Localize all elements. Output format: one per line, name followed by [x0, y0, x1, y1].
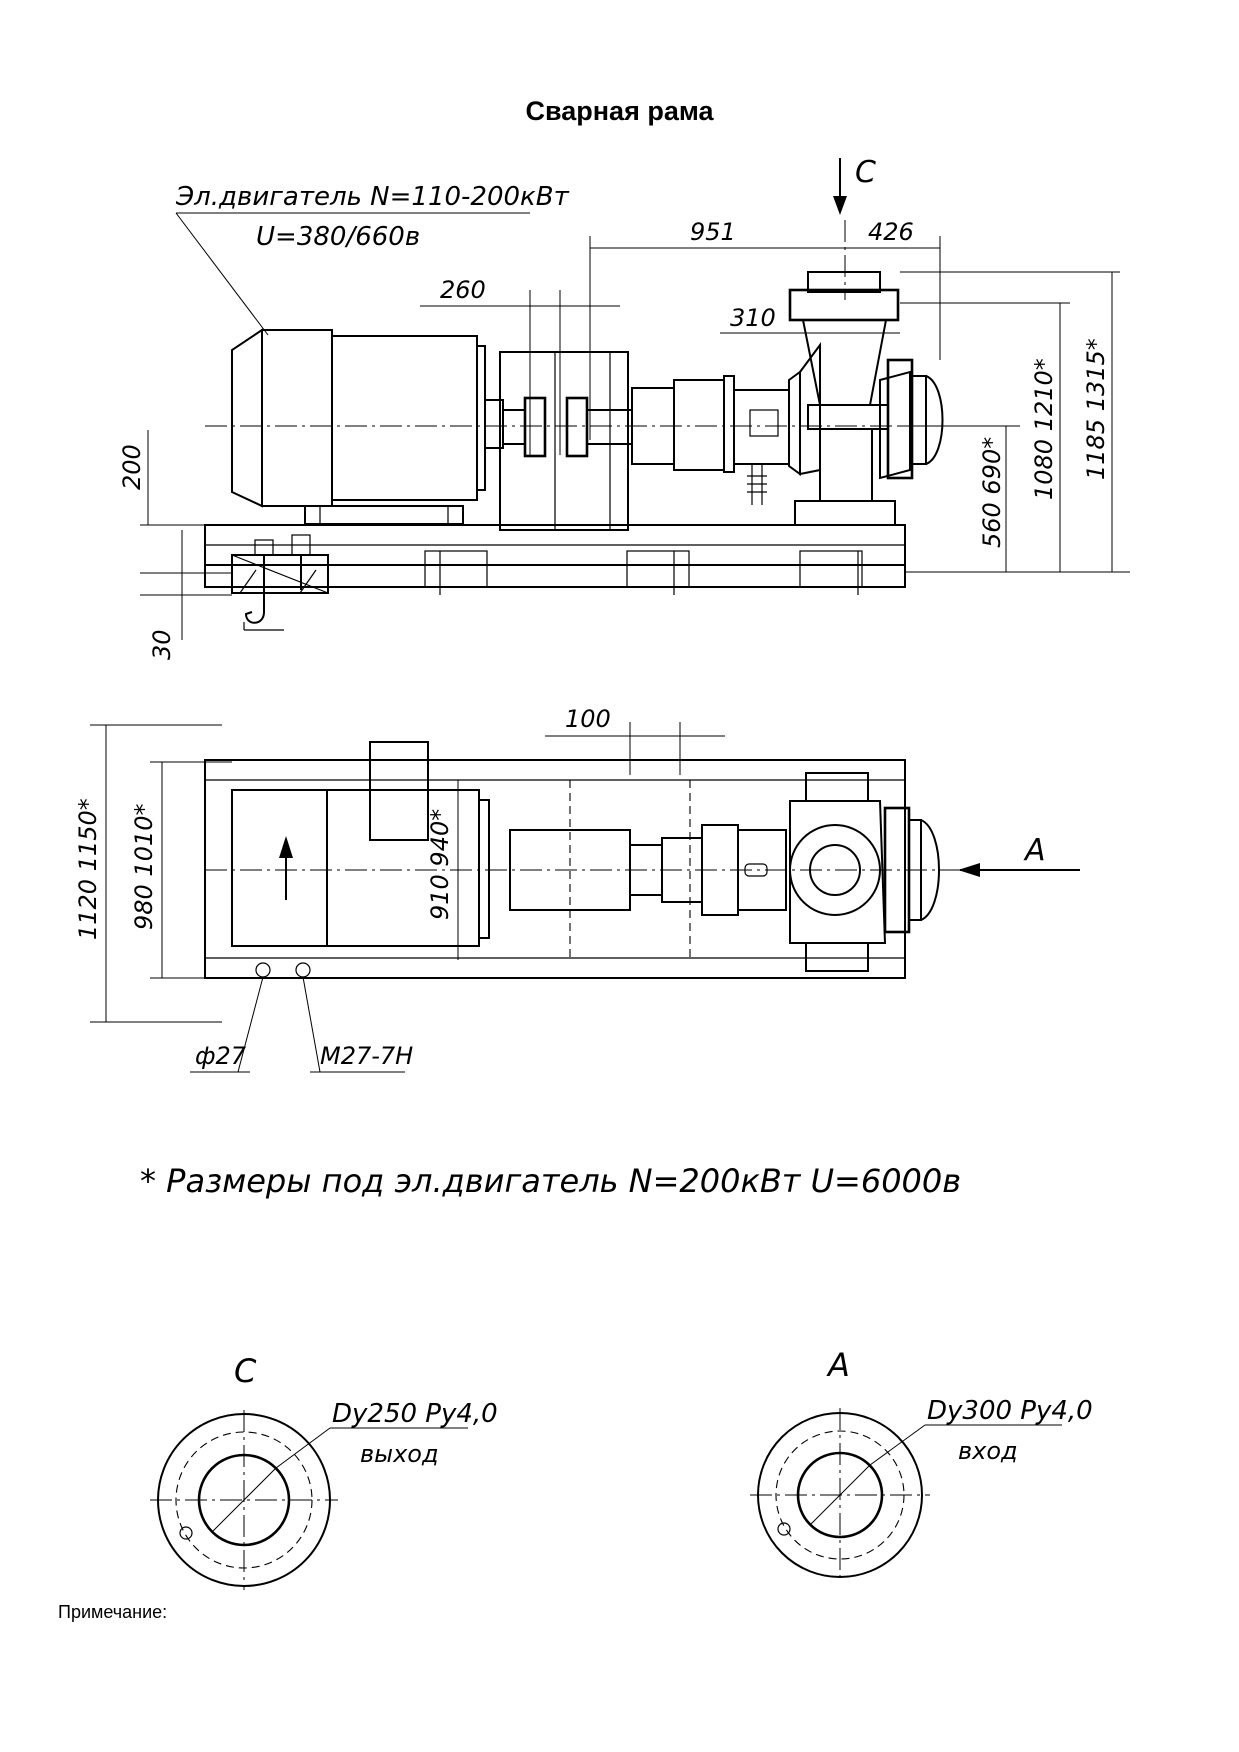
- dim-1185-1315: 1185 1315*: [1082, 338, 1110, 480]
- flange-c-spec: Dy250 Py4,0: [332, 1399, 498, 1429]
- dim-980-1010: 980 1010*: [130, 803, 158, 930]
- flange-c-title: C: [234, 1352, 257, 1390]
- dim-560-690: 560 690*: [978, 437, 1006, 548]
- electric-motor: [231, 328, 504, 525]
- motor-label-line2: U=380/660в: [256, 222, 420, 252]
- dim-910-940: 910 940*: [426, 809, 454, 920]
- flange-c-view: C Dy250 Py4,0 выход: [150, 1352, 498, 1590]
- base-frame: [204, 524, 906, 631]
- left-dimensions: 200 30: [118, 430, 232, 660]
- motor-label: Эл.двигатель N=110-200кВт U=380/660в: [175, 182, 570, 336]
- plan-view: A 100 1120 1150* 980 1010* 910 940*: [74, 705, 1080, 1073]
- note-label: Примечание:: [58, 1602, 168, 1622]
- dim-426: 426: [868, 218, 914, 246]
- flange-a-view: A Dy300 Py4,0 вход: [750, 1346, 1093, 1582]
- flange-c-purpose: выход: [360, 1440, 439, 1468]
- view-a-marker: A: [1023, 833, 1046, 868]
- pump-casing: [788, 271, 944, 526]
- motor-plan: [231, 741, 490, 947]
- hole-diameter-label: ф27: [195, 1042, 247, 1070]
- thread-label: М27-7Н: [320, 1042, 413, 1070]
- view-c-marker: C: [855, 155, 876, 190]
- dim-1080-1210: 1080 1210*: [1030, 358, 1058, 500]
- coupling-assembly: [499, 351, 675, 531]
- flange-a-purpose: вход: [958, 1437, 1018, 1465]
- top-dimensions: 951 426 C 260 310: [420, 155, 941, 455]
- dim-30: 30: [148, 629, 176, 660]
- side-view: Эл.двигатель N=110-200кВт U=380/660в: [118, 155, 1130, 660]
- dim-260: 260: [440, 276, 486, 304]
- motor-footnote: * Размеры под эл.двигатель N=200кВт U=60…: [140, 1162, 961, 1200]
- pump-plan: [789, 772, 940, 972]
- flange-a-spec: Dy300 Py4,0: [927, 1396, 1093, 1426]
- drawing-title: Сварная рама: [525, 96, 714, 126]
- dim-100: 100: [565, 705, 611, 733]
- lifting-hook: [244, 602, 265, 624]
- dim-310: 310: [730, 304, 776, 332]
- pump-bearing-housing: [673, 375, 790, 505]
- motor-label-line1: Эл.двигатель N=110-200кВт: [175, 182, 570, 212]
- dim-951: 951: [690, 218, 736, 246]
- right-dimensions: 560 690* 1080 1210* 1185 1315*: [900, 271, 1130, 573]
- flange-a-title: A: [826, 1346, 850, 1384]
- dim-200: 200: [118, 444, 146, 490]
- dim-1120-1150: 1120 1150*: [74, 798, 102, 940]
